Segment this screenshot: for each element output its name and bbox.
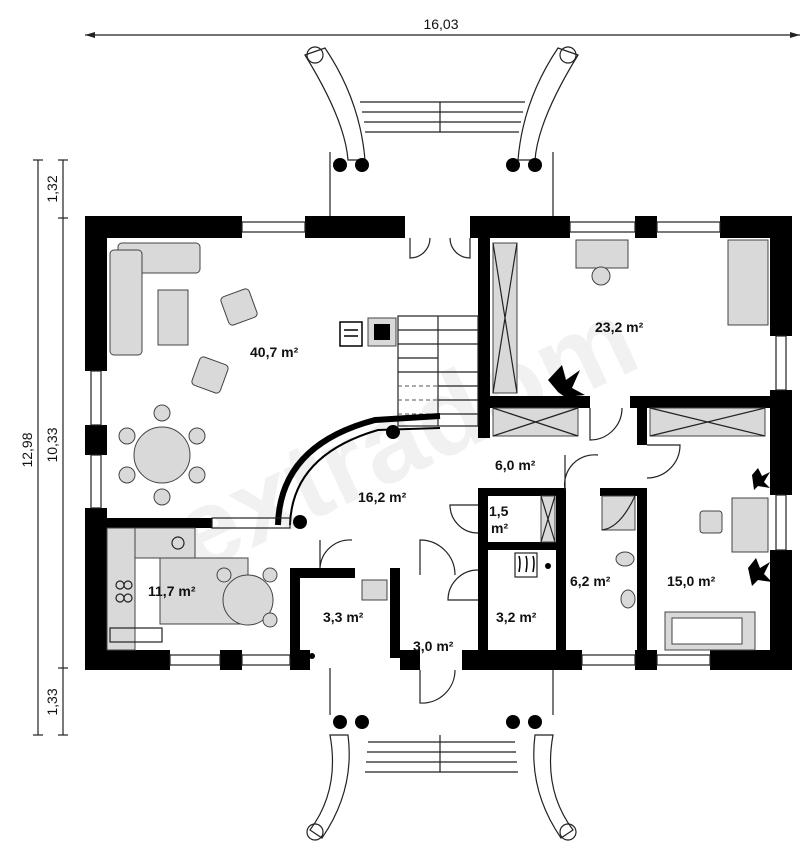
column-icon bbox=[528, 715, 542, 729]
bedroom-top-furniture bbox=[492, 239, 769, 437]
doors bbox=[319, 237, 681, 704]
utility-furniture bbox=[309, 495, 556, 659]
column-icon bbox=[355, 158, 369, 172]
burner-icon bbox=[171, 536, 185, 550]
room-area-boiler: 3,2 m² bbox=[496, 609, 537, 625]
staircase bbox=[397, 315, 479, 427]
dim-inner-depth: 10,33 bbox=[44, 427, 60, 462]
bottom-terrace bbox=[306, 668, 577, 841]
room-area-living: 40,7 m² bbox=[250, 344, 299, 360]
room-area-wc-line2: m² bbox=[491, 520, 508, 536]
dim-total-width: 16,03 bbox=[423, 16, 458, 32]
room-area-vestibule: 3,0 m² bbox=[413, 638, 454, 654]
column-icon bbox=[355, 715, 369, 729]
plant-icon bbox=[548, 365, 585, 397]
column-icon bbox=[386, 425, 400, 439]
column-icon bbox=[333, 158, 347, 172]
dim-top-terrace: 1,32 bbox=[44, 175, 60, 202]
living-room-furniture bbox=[109, 242, 397, 506]
room-labels: 40,7 m² 23,2 m² 6,0 m² 16,2 m² 1,5 m² 11… bbox=[148, 319, 716, 654]
bathroom-furniture bbox=[601, 495, 636, 609]
column-icon bbox=[506, 158, 520, 172]
dim-bottom-terrace: 1,33 bbox=[44, 688, 60, 715]
column-icon bbox=[293, 515, 307, 529]
dimension-lines: 16,03 12,98 1,32 10,33 1,33 bbox=[19, 16, 800, 736]
dim-total-depth: 12,98 bbox=[19, 432, 35, 467]
top-terrace bbox=[304, 46, 579, 218]
inner-walls bbox=[107, 238, 770, 658]
room-area-bathroom: 6,2 m² bbox=[570, 573, 611, 589]
fireplace-icon bbox=[339, 321, 363, 347]
room-area-kitchen: 11,7 m² bbox=[148, 583, 196, 599]
room-area-hall: 16,2 m² bbox=[358, 489, 407, 505]
room-area-bedroom-top: 23,2 m² bbox=[595, 319, 644, 335]
outer-walls bbox=[85, 216, 792, 670]
column-icon bbox=[528, 158, 542, 172]
boiler-icon bbox=[518, 555, 535, 573]
room-area-pantry: 3,3 m² bbox=[323, 609, 364, 625]
plant-icon bbox=[752, 468, 770, 490]
plant-icon bbox=[748, 558, 772, 586]
room-area-corridor: 6,0 m² bbox=[495, 457, 536, 473]
room-area-wc-line1: 1,5 bbox=[489, 503, 509, 519]
bedroom-right-furniture bbox=[664, 468, 772, 651]
column-icon bbox=[506, 715, 520, 729]
kitchen-furniture bbox=[97, 527, 278, 651]
curved-partition bbox=[211, 413, 441, 529]
room-area-bedroom-right: 15,0 m² bbox=[667, 573, 716, 589]
column-icon bbox=[333, 715, 347, 729]
